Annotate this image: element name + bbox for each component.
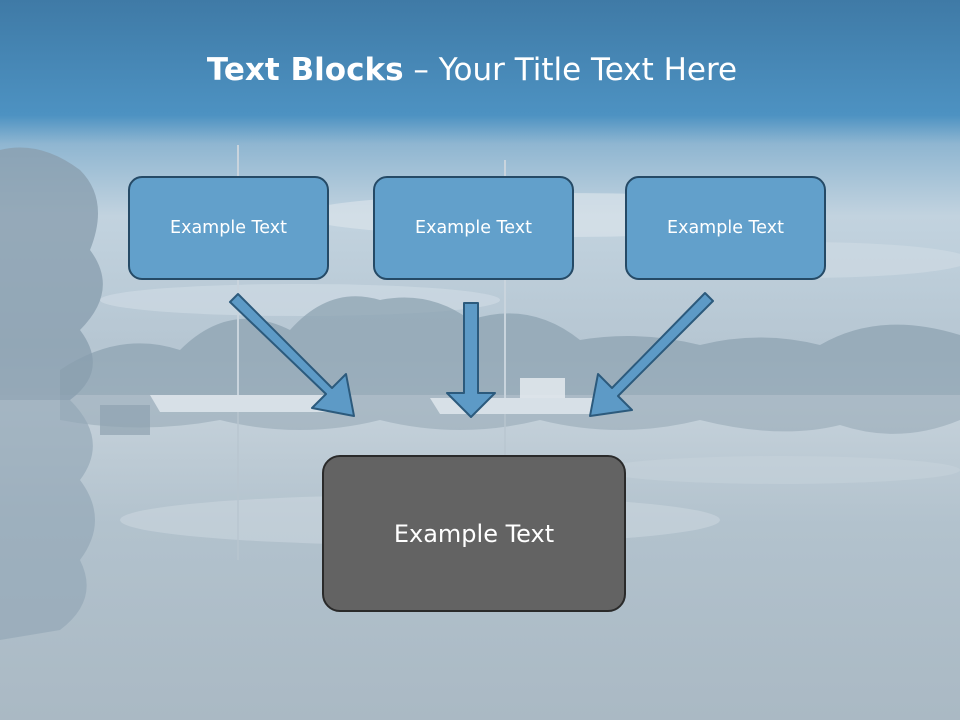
main-text-block[interactable]: Example Text xyxy=(322,455,626,612)
title-rest-text: – Your Title Text Here xyxy=(403,52,738,88)
main-text-block-label: Example Text xyxy=(393,519,555,548)
text-block-1[interactable]: Example Text xyxy=(128,176,329,280)
text-block-2[interactable]: Example Text xyxy=(373,176,574,280)
text-block-1-label: Example Text xyxy=(170,218,287,238)
text-block-3-label: Example Text xyxy=(667,218,784,238)
text-block-3[interactable]: Example Text xyxy=(625,176,826,280)
text-block-2-label: Example Text xyxy=(415,218,532,238)
slide-title: Text Blocks – Your Title Text Here xyxy=(0,52,944,88)
title-bold-text: Text Blocks xyxy=(206,52,404,88)
